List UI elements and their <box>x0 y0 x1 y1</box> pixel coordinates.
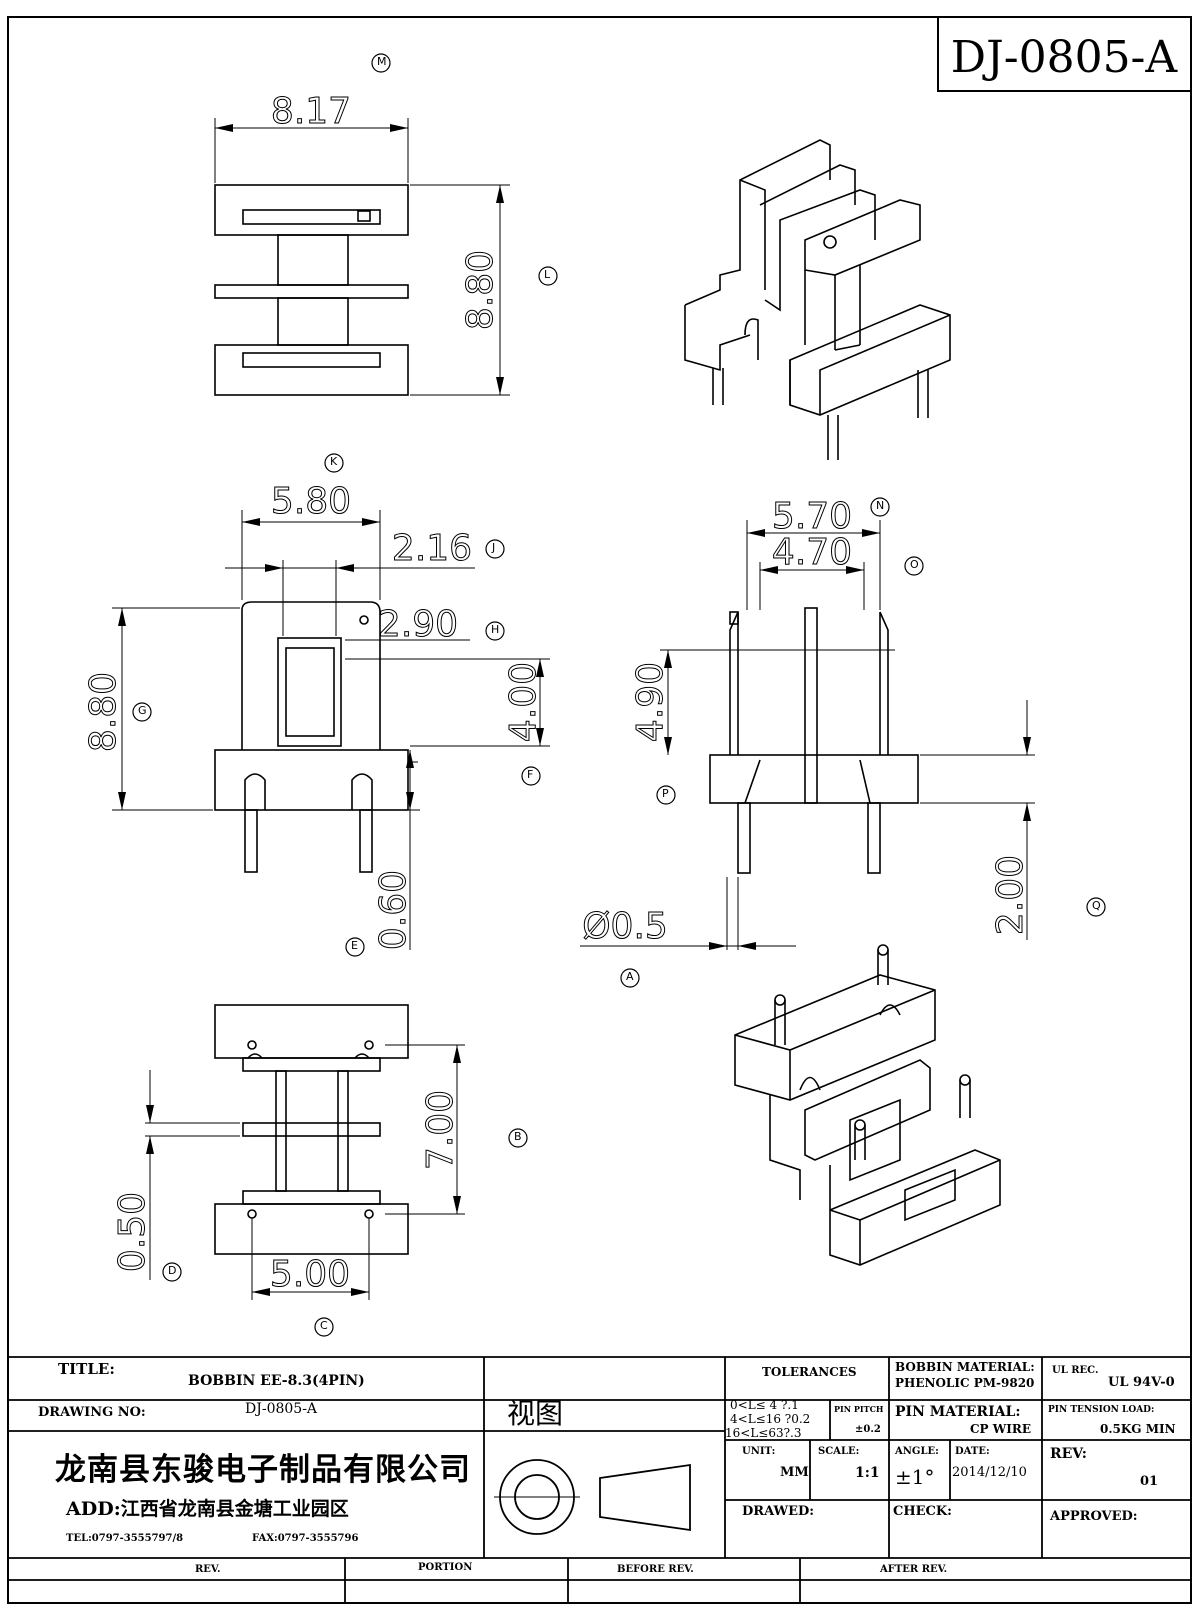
sheet-border <box>7 16 1192 1604</box>
tolerances-label: TOLERANCES <box>762 1365 857 1379</box>
marker-h: H <box>491 623 500 636</box>
drawed-label: DRAWED: <box>742 1504 815 1519</box>
dim-side-inner: 4.70 <box>772 532 852 573</box>
marker-l: L <box>544 268 551 281</box>
marker-q: Q <box>1092 899 1101 912</box>
pin-tension-value: 0.5KG MIN <box>1100 1422 1176 1436</box>
marker-k: K <box>330 455 338 468</box>
dim-bottom-flange: 0.50 <box>112 1192 153 1272</box>
rev-label: REV: <box>1050 1446 1087 1462</box>
dim-bottom-pitch: 5.00 <box>270 1254 350 1295</box>
bobbin-material-value: PHENOLIC PM-9820 <box>895 1376 1035 1390</box>
dim-side-width: 5.70 <box>772 496 852 537</box>
company-address: ADD:江西省龙南县金塘工业园区 <box>66 1498 349 1520</box>
dim-bottom-height: 7.00 <box>420 1090 461 1170</box>
dim-top-height: 8.80 <box>460 250 501 330</box>
unit-label: UNIT: <box>742 1446 776 1457</box>
marker-f: F <box>527 768 534 781</box>
scale-label: SCALE: <box>818 1446 860 1457</box>
drawing-number-box <box>937 16 1192 92</box>
marker-m: M <box>377 55 387 68</box>
marker-o: O <box>910 558 919 571</box>
front-view <box>112 510 550 950</box>
pin-pitch-label: PIN PITCH <box>834 1404 884 1414</box>
pin-pitch-value: ±0.2 <box>855 1424 881 1435</box>
marker-b: B <box>514 1130 522 1143</box>
rev-value: 01 <box>1140 1474 1159 1489</box>
tolerance-1: 0<L≤ 4 ?.1 <box>730 1398 799 1412</box>
dim-front-inner: 2.16 <box>392 528 472 569</box>
drawing-no-value: DJ-0805-A <box>245 1401 318 1417</box>
dim-top-width: 8.17 <box>271 91 351 132</box>
marker-d: D <box>168 1264 177 1277</box>
company-tel: TEL:0797-3555797/8 <box>66 1533 184 1544</box>
marker-c: C <box>320 1319 328 1332</box>
footer-portion: PORTION <box>418 1562 473 1573</box>
side-view <box>580 520 1035 950</box>
ul-rec-label: UL REC. <box>1052 1365 1099 1376</box>
pin-material-label: PIN MATERIAL: <box>895 1404 1021 1420</box>
ul-rec-value: UL 94V-0 <box>1108 1375 1175 1390</box>
dim-front-base: 0.60 <box>373 870 414 950</box>
marker-e: E <box>351 939 358 952</box>
company-name: 龙南县东骏电子制品有限公司 <box>55 1452 471 1488</box>
dim-front-window-height: 4.00 <box>503 662 544 742</box>
angle-label: ANGLE: <box>895 1446 939 1457</box>
marker-j: J <box>492 541 496 554</box>
date-label: DATE: <box>955 1446 990 1457</box>
dim-front-width: 5.80 <box>271 481 351 522</box>
drawing-no-label: DRAWING NO: <box>38 1405 146 1420</box>
angle-value: ±1° <box>895 1465 935 1489</box>
isometric-view-upper <box>684 139 951 460</box>
footer-after-rev: AFTER REV. <box>880 1564 948 1575</box>
marker-n: N <box>876 499 885 512</box>
footer-rev: REV. <box>195 1564 221 1575</box>
company-fax: FAX:0797-3555796 <box>252 1533 359 1544</box>
bobbin-material-label: BOBBIN MATERIAL: <box>895 1360 1035 1374</box>
isometric-view-lower <box>734 944 1001 1266</box>
dim-pin-diameter: Ø0.5 <box>582 906 668 947</box>
marker-a: A <box>626 970 634 983</box>
scale-value: 1:1 <box>855 1465 880 1481</box>
dim-front-window: 2.90 <box>378 604 458 645</box>
title-label: TITLE: <box>58 1360 115 1378</box>
dim-front-height: 8.80 <box>83 672 124 752</box>
title-value: BOBBIN EE-8.3(4PIN) <box>188 1373 365 1389</box>
unit-value: MM <box>780 1465 809 1480</box>
drawing-number-text: DJ-0805-A <box>951 32 1179 83</box>
pin-material-value: CP WIRE <box>970 1422 1031 1436</box>
title-block-grid <box>8 1356 1191 1603</box>
approved-label: APPROVED: <box>1050 1509 1138 1524</box>
pin-tension-label: PIN TENSION LOAD: <box>1048 1405 1155 1415</box>
tolerance-3: 16<L≤63?.3 <box>725 1426 802 1440</box>
footer-before-rev: BEFORE REV. <box>617 1564 694 1575</box>
check-label: CHECK: <box>893 1504 952 1519</box>
view-label: 视图 <box>507 1397 564 1430</box>
marker-p: P <box>662 787 669 800</box>
dim-side-pin-length: 2.00 <box>990 855 1031 935</box>
top-view <box>214 118 510 396</box>
tolerance-2: 4<L≤16 ?0.2 <box>730 1412 811 1426</box>
bottom-view <box>145 1004 465 1300</box>
dim-side-height: 4.90 <box>630 662 671 742</box>
marker-g: G <box>138 704 147 717</box>
date-value: 2014/12/10 <box>952 1465 1027 1480</box>
